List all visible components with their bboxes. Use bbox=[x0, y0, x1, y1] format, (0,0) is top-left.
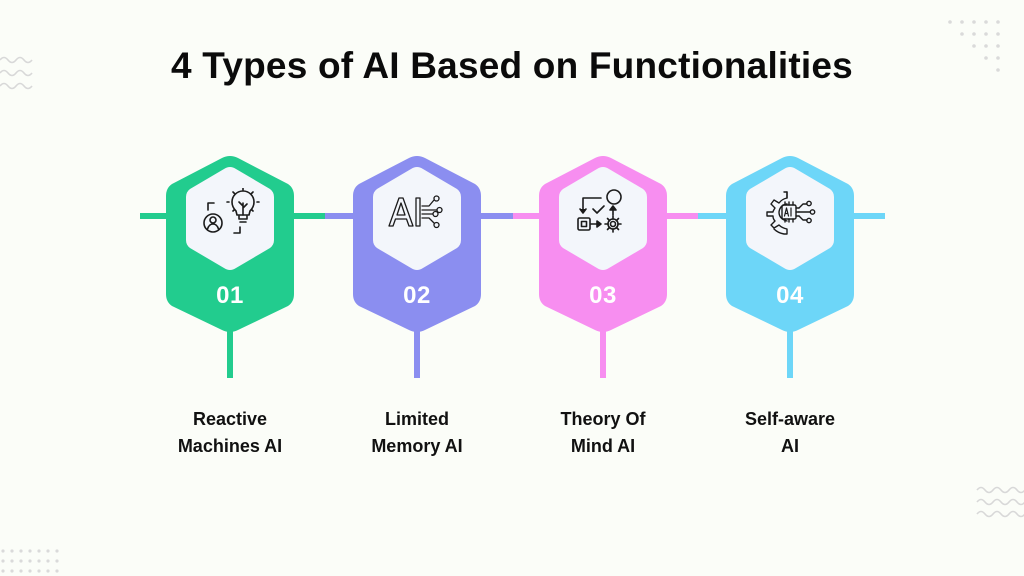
process-flow-icon bbox=[577, 189, 622, 233]
page-title: 4 Types of AI Based on Functionalities bbox=[171, 45, 853, 86]
type-label-4: Self-aware AI bbox=[700, 406, 880, 460]
type-card-4: 04 bbox=[724, 154, 856, 380]
person-lightbulb-icon bbox=[203, 188, 260, 234]
label-line-2: AI bbox=[781, 436, 799, 456]
wave-decoration-top-left bbox=[0, 56, 33, 90]
wave-decoration-bottom-right bbox=[976, 486, 1024, 518]
step-number: 01 bbox=[216, 282, 244, 309]
label-line-1: Limited bbox=[384, 409, 449, 429]
dot-grid-decoration-top-right bbox=[948, 20, 1000, 72]
hexagon-shape bbox=[726, 156, 854, 378]
type-label-2: Limited Memory AI bbox=[327, 406, 507, 460]
dot-grid-decoration-bottom-left bbox=[1, 549, 59, 573]
label-line-2: Machines AI bbox=[177, 436, 283, 456]
step-number: 03 bbox=[589, 282, 617, 309]
type-label-3: Theory Of Mind AI bbox=[513, 406, 693, 460]
ai-circuit-icon bbox=[388, 195, 443, 229]
type-card-2: 02 bbox=[351, 154, 483, 380]
label-line-1: Self-aware bbox=[744, 409, 836, 429]
hexagon-shape bbox=[539, 156, 667, 378]
step-number: 02 bbox=[403, 282, 431, 309]
hexagon-shape bbox=[353, 156, 481, 378]
label-line-1: Reactive bbox=[192, 409, 268, 429]
type-card-3: 03 bbox=[537, 154, 669, 380]
label-line-2: Mind AI bbox=[570, 436, 636, 456]
label-line-1: Theory Of bbox=[560, 409, 646, 429]
type-label-1: Reactive Machines AI bbox=[140, 406, 320, 460]
step-number: 04 bbox=[776, 282, 804, 309]
label-line-2: Memory AI bbox=[371, 436, 463, 456]
ai-gear-chip-icon bbox=[766, 191, 816, 235]
type-card-1: 01 bbox=[164, 154, 296, 380]
